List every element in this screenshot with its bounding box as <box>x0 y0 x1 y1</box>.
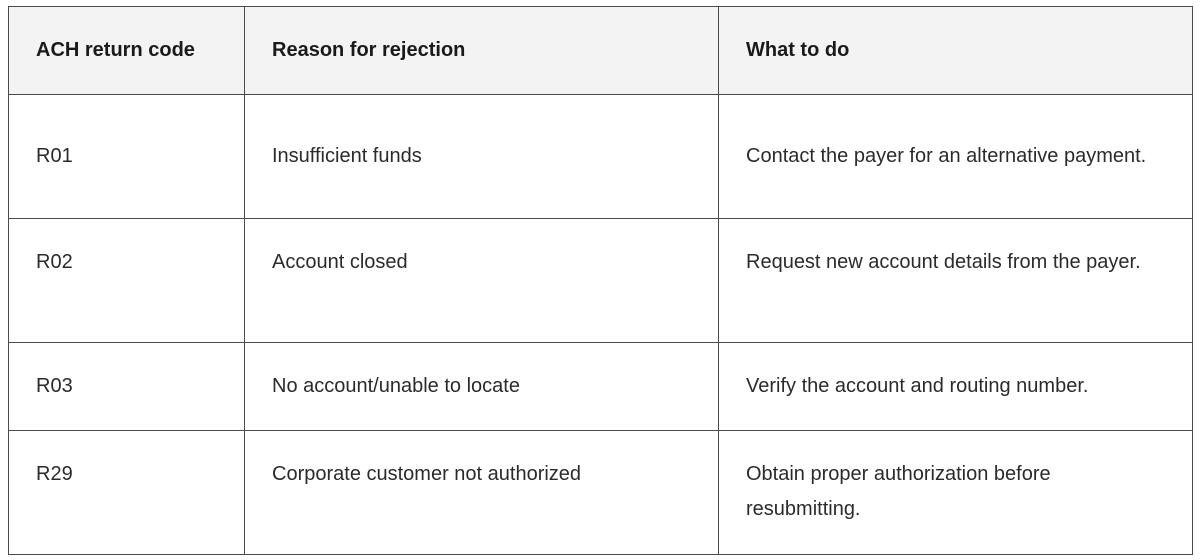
table-row: R03 No account/unable to locate Verify t… <box>8 342 1193 431</box>
cell-code: R01 <box>8 94 245 219</box>
table-row: R29 Corporate customer not authorized Ob… <box>8 430 1193 555</box>
header-row: ACH return code Reason for rejection Wha… <box>8 6 1193 95</box>
cell-code: R29 <box>8 430 245 555</box>
cell-reason: Insufficient funds <box>244 94 719 219</box>
cell-action: Request new account details from the pay… <box>718 218 1193 343</box>
table-header: ACH return code Reason for rejection Wha… <box>8 6 1193 95</box>
table-row: R01 Insufficient funds Contact the payer… <box>8 94 1193 219</box>
cell-action: Obtain proper authorization before resub… <box>718 430 1193 555</box>
ach-return-codes-table: ACH return code Reason for rejection Wha… <box>8 6 1193 555</box>
cell-action: Verify the account and routing number. <box>718 342 1193 431</box>
header-cell-code: ACH return code <box>8 6 245 95</box>
header-cell-action: What to do <box>718 6 1193 95</box>
cell-code: R02 <box>8 218 245 343</box>
table-body: R01 Insufficient funds Contact the payer… <box>8 94 1193 555</box>
table-row: R02 Account closed Request new account d… <box>8 218 1193 343</box>
header-cell-reason: Reason for rejection <box>244 6 719 95</box>
cell-action: Contact the payer for an alternative pay… <box>718 94 1193 219</box>
cell-code: R03 <box>8 342 245 431</box>
cell-reason: Account closed <box>244 218 719 343</box>
cell-reason: Corporate customer not authorized <box>244 430 719 555</box>
cell-reason: No account/unable to locate <box>244 342 719 431</box>
